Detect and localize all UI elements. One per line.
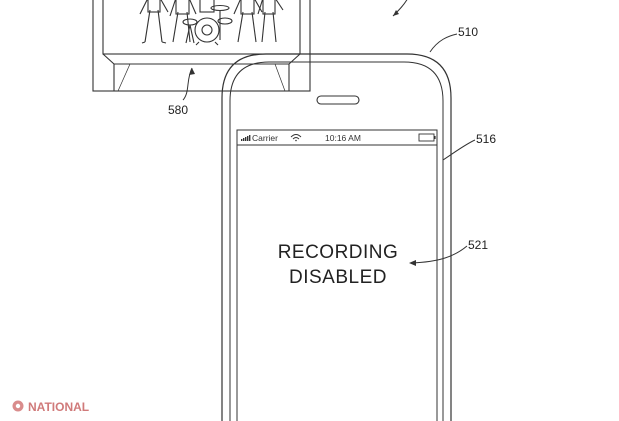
carrier-label: Carrier <box>252 133 278 143</box>
performer-figure <box>257 0 284 43</box>
reference-label-580: 580 <box>168 103 188 117</box>
phone-screen <box>236 129 438 421</box>
reference-label-516: 516 <box>476 132 496 146</box>
phone-inner-housing <box>229 61 444 421</box>
reference-label-521: 521 <box>468 238 488 252</box>
leader-line-521 <box>410 245 468 264</box>
reference-label-510: 510 <box>458 25 478 39</box>
battery-icon <box>418 133 436 142</box>
earpiece-speaker-icon <box>316 95 360 105</box>
recording-disabled-line1: RECORDING <box>278 242 399 263</box>
arrowhead-521 <box>409 260 416 266</box>
performer-figure <box>169 0 197 43</box>
leader-line-510 <box>429 33 458 53</box>
arrowhead-580 <box>189 68 195 75</box>
wave-arrowhead <box>393 10 399 16</box>
national-logo-icon <box>12 400 24 412</box>
drummer-figure <box>182 0 233 46</box>
signal-bars-icon <box>241 135 251 141</box>
stage-illustration <box>92 0 311 92</box>
status-time: 10:16 AM <box>325 133 361 143</box>
performer-figure <box>233 0 263 43</box>
watermark-text: NATIONAL <box>28 400 89 414</box>
wifi-icon <box>290 134 302 142</box>
phone-outer-housing <box>221 53 452 421</box>
performer-figure <box>139 0 169 44</box>
phone-device <box>221 53 452 421</box>
recording-disabled-line2: DISABLED <box>289 267 387 288</box>
leader-line-516 <box>442 139 476 161</box>
